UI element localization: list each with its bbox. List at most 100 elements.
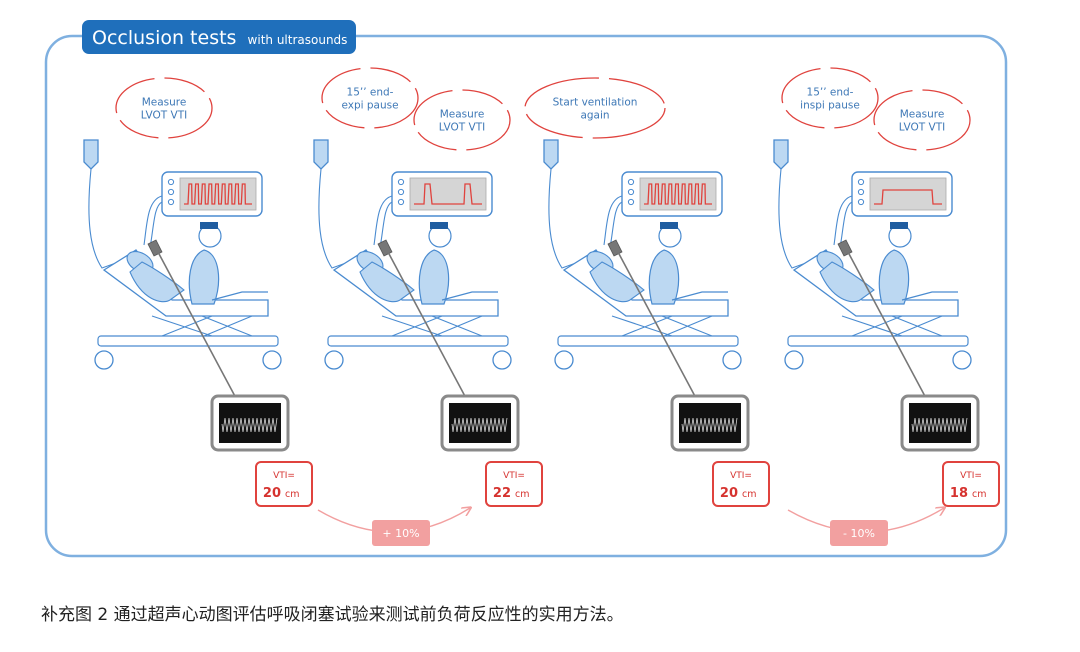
bubble-outline	[321, 67, 419, 129]
change-indicator-2: - 10%	[787, 508, 944, 546]
pressure-waveform	[184, 183, 252, 205]
probe-cable	[157, 251, 238, 401]
vti-box: VTI= 22 cm	[485, 461, 543, 507]
bubble-line: Measure	[440, 109, 485, 121]
probe-cable	[847, 251, 928, 401]
vti-label: VTI=	[503, 471, 525, 481]
thought-bubble: 15’’ end-inspi pause	[781, 67, 879, 129]
figure-caption: 补充图 2 通过超声心动图评估呼吸闭塞试验来测试前负荷反应性的实用方法。	[41, 605, 624, 625]
probe-cable	[617, 251, 698, 401]
bed-wheel	[952, 350, 972, 370]
bed-scissor-frame	[841, 315, 943, 337]
monitor-knob	[857, 188, 865, 196]
ultrasound-probe	[837, 239, 853, 257]
vti-label: VTI=	[730, 471, 752, 481]
doctor-body	[878, 249, 910, 305]
bed-wheel	[324, 350, 344, 370]
vti-value: 22	[493, 486, 511, 501]
doppler-trace	[911, 417, 968, 433]
monitor-knob	[627, 178, 635, 186]
vti-unit: cm	[285, 489, 299, 500]
bed-base	[97, 335, 279, 347]
doctor-body	[188, 249, 220, 305]
bed-wheel	[722, 350, 742, 370]
vent-tube	[143, 195, 163, 246]
iv-bag-icon	[83, 139, 99, 170]
bubble-outline	[873, 89, 971, 151]
bubble-line: inspi pause	[800, 100, 860, 112]
bed-scissor-frame	[151, 315, 253, 337]
bubble-outline	[115, 77, 213, 139]
vti-value: 20	[263, 486, 281, 501]
iv-bag-icon	[543, 139, 559, 170]
doctor-legs	[671, 291, 728, 301]
monitor-knob	[627, 188, 635, 196]
doctor-legs	[211, 291, 268, 301]
bed-wheel	[554, 350, 574, 370]
doctor-legs	[441, 291, 498, 301]
bubble-line: again	[580, 110, 609, 122]
pressure-waveform	[644, 183, 712, 205]
bed-base	[557, 335, 739, 347]
doppler-trace	[681, 417, 738, 433]
title-main-text: Occlusion tests with ultrasounds	[92, 27, 347, 49]
bubble-line: 15’’ end-	[807, 87, 854, 99]
bed-scissor-frame	[611, 315, 713, 337]
bubble-outline	[524, 77, 666, 139]
iv-bag-icon	[313, 139, 329, 170]
doppler-trace	[221, 417, 278, 433]
monitor-knob	[397, 188, 405, 196]
vti-box-border	[485, 461, 543, 507]
change-indicator-1: + 10%	[317, 508, 470, 546]
bubble-line: Start ventilation	[553, 97, 638, 109]
vti-unit: cm	[742, 489, 756, 500]
bed-base	[787, 335, 969, 347]
monitor-knob	[857, 198, 865, 206]
monitor-knob	[397, 178, 405, 186]
patient-body	[589, 261, 645, 303]
doctor-cap	[430, 222, 448, 229]
change-label: - 10%	[843, 527, 875, 540]
iv-line	[778, 168, 821, 269]
vent-tube	[373, 195, 393, 246]
monitor-knob	[167, 178, 175, 186]
ultrasound-probe	[607, 239, 623, 257]
title-sub: with ultrasounds	[248, 33, 348, 47]
bubble-line: Measure	[142, 97, 187, 109]
bubble-line: LVOT VTI	[439, 122, 485, 134]
bed-wheel	[262, 350, 282, 370]
patient-body	[359, 261, 415, 303]
iv-line	[318, 168, 361, 269]
iv-line	[88, 168, 131, 269]
monitor-knob	[397, 198, 405, 206]
bed-wheel	[94, 350, 114, 370]
doctor-body	[648, 249, 680, 305]
vti-box-border	[712, 461, 770, 507]
bubble-line: expi pause	[341, 100, 398, 112]
vti-value: 20	[720, 486, 738, 501]
vti-unit: cm	[515, 489, 529, 500]
thought-bubble: 15’’ end-expi pause	[321, 67, 419, 129]
doctor-legs	[901, 291, 958, 301]
bubble-line: LVOT VTI	[141, 110, 187, 122]
bed-wheel	[784, 350, 804, 370]
doctor-cap	[200, 222, 218, 229]
bubble-outline	[413, 89, 511, 151]
vti-box-border	[255, 461, 313, 507]
patient-body	[819, 261, 875, 303]
occlusion-test-diagram: Occlusion tests with ultrasounds Measure…	[44, 20, 1008, 558]
vti-box-border	[942, 461, 1000, 507]
change-indicators: + 10% - 10%	[317, 508, 944, 546]
outer-frame	[44, 34, 1008, 558]
monitor-knob	[857, 178, 865, 186]
doctor-body	[418, 249, 450, 305]
